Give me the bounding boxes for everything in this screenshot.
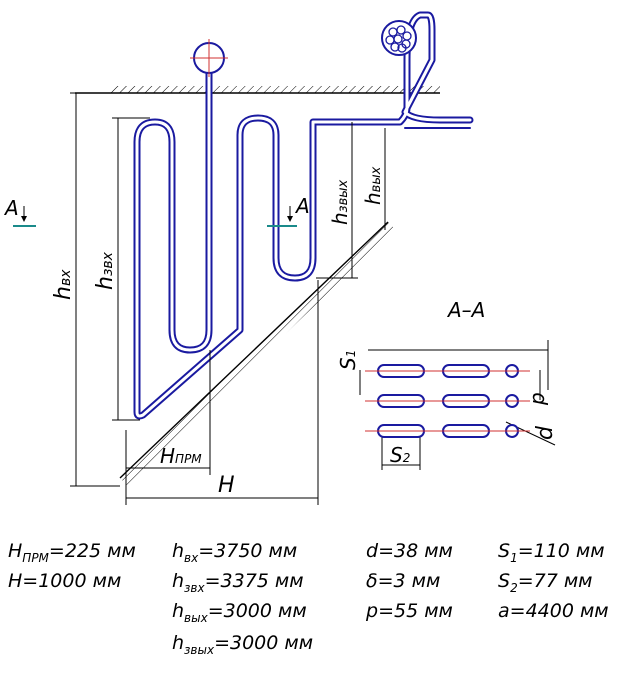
parameter-subscript: вх xyxy=(184,550,199,565)
parameter-value: =110 мм xyxy=(517,540,605,562)
parameter-symbol: h xyxy=(172,632,185,654)
p-label: p xyxy=(525,392,549,406)
parameter-value: =3750 мм xyxy=(198,540,298,562)
parameter-symbol: δ xyxy=(366,570,378,592)
parameter-value: =225 мм xyxy=(48,540,136,562)
S1-label: S1 xyxy=(336,350,360,370)
parameter-col3-2: p=55 мм xyxy=(366,600,453,622)
parameter-symbol: a xyxy=(498,600,510,622)
section-mark-label-right: A xyxy=(294,194,310,218)
section-marker-left: A xyxy=(3,196,36,227)
h-scr-out-label: hзвых xyxy=(328,179,352,225)
parameter-col1-0: HПРМ=225 мм xyxy=(8,540,136,565)
h-scr-in-label: hзвх xyxy=(93,251,118,290)
parameter-symbol: S xyxy=(498,570,511,592)
parameter-symbol: p xyxy=(366,600,379,622)
parameter-symbol: H xyxy=(8,540,23,562)
parameter-subscript: вых xyxy=(184,610,208,625)
parameter-value: =1000 мм xyxy=(22,570,122,592)
parameter-col4-0: S1=110 мм xyxy=(498,540,605,565)
parameter-symbol: h xyxy=(172,540,185,562)
parameter-value: =55 мм xyxy=(378,600,453,622)
sloped-floor xyxy=(119,221,395,485)
parameter-col4-1: S2=77 мм xyxy=(498,570,593,595)
h-in-label: hвх xyxy=(51,269,76,300)
ceiling xyxy=(75,86,440,94)
parameter-value: =4400 мм xyxy=(509,600,609,622)
parameter-col2-0: hвх=3750 мм xyxy=(172,540,297,565)
parameter-value: =38 мм xyxy=(378,540,453,562)
outlet-bundle xyxy=(381,20,417,56)
parameter-symbol: H xyxy=(8,570,23,592)
H-label: H xyxy=(218,473,235,498)
parameter-subscript: звых xyxy=(184,642,215,657)
parameter-col2-2: hвых=3000 мм xyxy=(172,600,307,625)
parameter-value: =3 мм xyxy=(377,570,441,592)
parameter-symbol: d xyxy=(366,540,379,562)
parameter-value: =77 мм xyxy=(517,570,593,592)
parameter-symbol: S xyxy=(498,540,511,562)
section-mark-label-left: A xyxy=(3,196,19,220)
parameter-subscript: звх xyxy=(184,580,205,595)
parameter-col3-1: δ=3 мм xyxy=(366,570,440,592)
parameter-value: =3000 мм xyxy=(207,600,307,622)
parameter-col2-1: hзвх=3375 мм xyxy=(172,570,304,595)
parameter-subscript: ПРМ xyxy=(22,550,49,565)
H-prm-label: HПРМ xyxy=(160,444,202,468)
parameter-subscript: 1 xyxy=(510,550,518,565)
section-view: A–A S1 p S2 d xyxy=(336,298,558,470)
S2-label: S2 xyxy=(390,443,410,467)
parameter-subscript: 2 xyxy=(510,580,518,595)
parameter-value: =3000 мм xyxy=(214,632,314,654)
parameter-value: =3375 мм xyxy=(204,570,304,592)
section-marker-right: A xyxy=(267,194,310,227)
section-title: A–A xyxy=(446,298,485,322)
h-out-label: hвых xyxy=(361,166,385,205)
coil-pipe xyxy=(133,11,474,420)
furnace-coil-drawing: A A hвх hзвх hзвых hвых HПРМ H A–A xyxy=(3,11,558,505)
parameter-symbol: h xyxy=(172,600,185,622)
inlet-header xyxy=(190,39,228,77)
dimension-lines xyxy=(70,92,386,505)
parameter-col1-1: H=1000 мм xyxy=(8,570,121,592)
parameter-col3-0: d=38 мм xyxy=(366,540,453,562)
parameter-col4-2: a=4400 мм xyxy=(498,600,609,622)
parameter-col2-3: hзвых=3000 мм xyxy=(172,632,313,657)
parameter-symbol: h xyxy=(172,570,185,592)
d-label: d xyxy=(533,425,558,440)
